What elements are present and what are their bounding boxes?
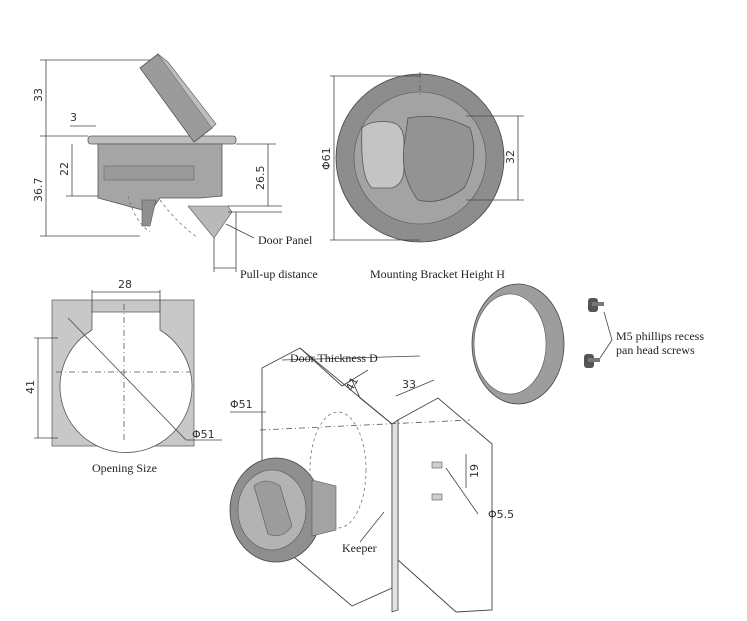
side-view: 33 3 22 36.7 26.5 Door Panel Pull-up dis… xyxy=(32,53,318,281)
screw-bottom-shank xyxy=(588,358,600,362)
door-panel-label: Door Panel xyxy=(258,233,313,247)
screws-label-line2: pan head screws xyxy=(616,343,695,357)
dim-33-label: 33 xyxy=(32,88,45,102)
assembly-view: Door Thickness D 41 33 Φ51 19 Φ5.5 Keepe… xyxy=(229,283,704,613)
dim-41-label: 41 xyxy=(24,380,37,394)
door-gap xyxy=(391,419,399,613)
ring-cutout xyxy=(361,121,405,189)
door-panel-edge xyxy=(187,205,233,239)
opening-caption: Opening Size xyxy=(92,461,157,475)
keeper-leader xyxy=(359,511,385,543)
dim-26-5-label: 26.5 xyxy=(254,166,267,191)
front-view: Φ61 32 Mounting Bracket Height H xyxy=(320,72,524,281)
dim-33-assembly-label: 33 xyxy=(402,378,416,391)
latch-handle xyxy=(253,480,293,537)
latch-flange xyxy=(87,135,237,145)
door-thickness-label: Door Thickness D xyxy=(290,351,378,365)
screw-top xyxy=(588,298,604,312)
dim-32-label: 32 xyxy=(504,150,517,164)
opening-cutout xyxy=(59,311,193,453)
swing-path-2 xyxy=(159,199,199,239)
latch-mechanism xyxy=(103,165,195,181)
dim-19-label: 19 xyxy=(468,464,481,478)
pull-handle xyxy=(402,116,475,202)
assembly-centerline xyxy=(259,419,471,431)
pull-ring-edge xyxy=(157,53,217,129)
dim-51-diagonal xyxy=(67,317,187,441)
pull-ring xyxy=(139,53,213,143)
latch-bolt xyxy=(141,199,157,227)
latch-housing xyxy=(311,479,337,537)
door-panel-leader xyxy=(225,223,255,239)
bracket-label: Mounting Bracket Height H xyxy=(370,267,505,281)
dim-33-assembly-line xyxy=(395,379,435,397)
screw-bracket-leader xyxy=(599,311,613,359)
dim-28-label: 28 xyxy=(118,278,132,291)
dim-5-5-label: Φ5.5 xyxy=(488,508,514,521)
dim-51-label: Φ51 xyxy=(192,428,215,441)
dim-61-label: Φ61 xyxy=(320,147,333,170)
dim-5-5-leader xyxy=(445,467,479,515)
opening-size-view: 28 41 Φ51 Opening Size xyxy=(24,278,222,475)
dim-22-label: 22 xyxy=(58,162,71,176)
dim-36-7-label: 36.7 xyxy=(32,178,45,203)
dim-3-label: 3 xyxy=(70,111,77,124)
dim-41-assembly-line xyxy=(341,369,369,387)
screw-bottom xyxy=(584,354,600,368)
bracket-ring-inner xyxy=(473,293,547,395)
door-panel-right xyxy=(397,397,493,613)
keeper-label: Keeper xyxy=(342,541,377,555)
dim-41-assembly-label: 41 xyxy=(343,375,361,393)
keeper-slot-bottom xyxy=(431,493,443,501)
dim-51-assembly-label: Φ51 xyxy=(230,398,253,411)
screw-top-shank xyxy=(592,302,604,306)
hole-outline xyxy=(309,411,367,529)
pull-up-label: Pull-up distance xyxy=(240,267,318,281)
keeper-slot-top xyxy=(431,461,443,469)
screws-label-line1: M5 phillips recess xyxy=(616,329,704,343)
door-thickness-leader xyxy=(281,355,421,361)
